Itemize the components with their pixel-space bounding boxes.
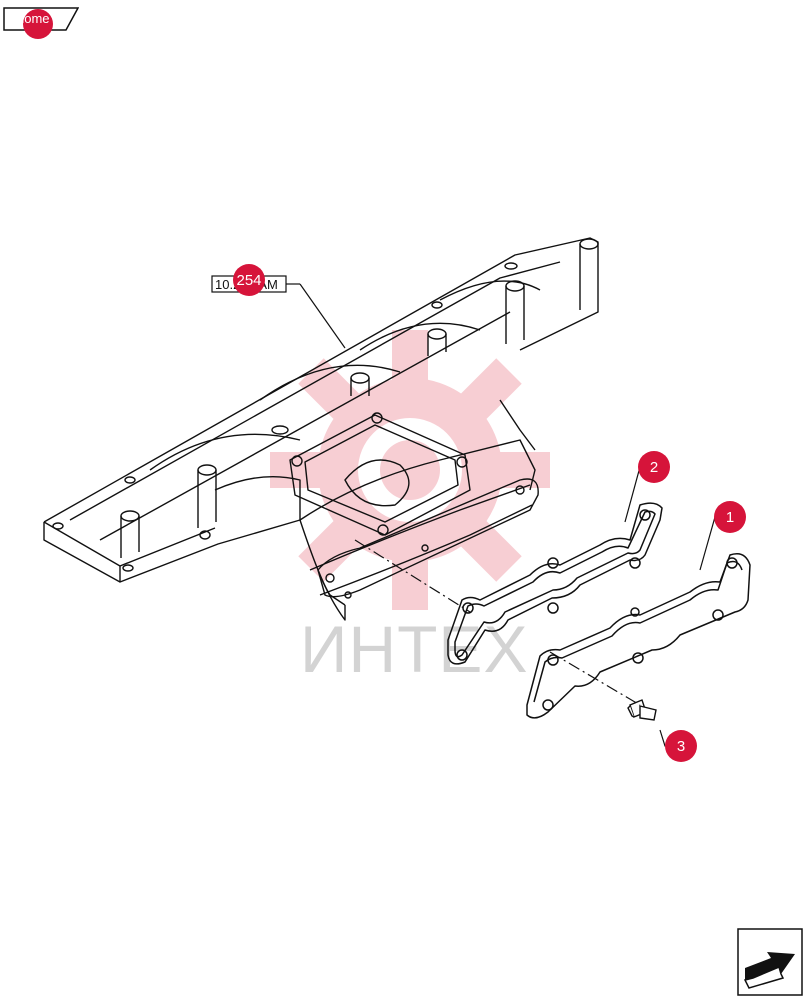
callout-3-label: 3 <box>677 738 685 755</box>
next-page-arrow-icon <box>737 928 803 996</box>
watermark-text: ИНТЕХ <box>300 612 528 686</box>
watermark-logo: ИНТЕХ <box>270 330 550 686</box>
home-label: home <box>17 11 50 26</box>
home-icon <box>23 9 53 39</box>
home-button[interactable]: home <box>3 6 79 39</box>
callout-2[interactable]: 2 <box>624 451 670 523</box>
callout-2-label: 2 <box>650 459 658 476</box>
ref-link-marker <box>233 264 265 296</box>
gasket-part-2 <box>447 502 663 665</box>
callout-1[interactable]: 1 <box>699 501 746 571</box>
callout-1-label: 1 <box>726 509 734 526</box>
ref-link-10-254-am[interactable]: 10.254.AM 254 <box>211 264 346 349</box>
bolt-part-3 <box>627 699 657 721</box>
callout-3[interactable]: 3 <box>659 729 697 762</box>
ref-link-marker-label: 254 <box>236 272 261 289</box>
next-page-button[interactable] <box>737 928 803 996</box>
assembly-centerlines <box>354 539 641 706</box>
plate-part-1 <box>526 553 751 719</box>
intake-manifold <box>43 237 599 621</box>
